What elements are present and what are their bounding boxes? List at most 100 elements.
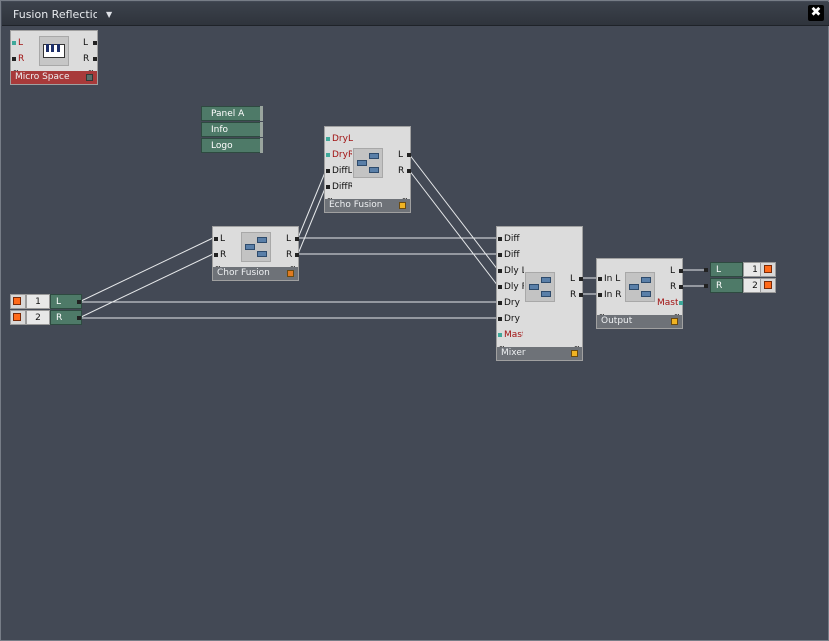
micro-space-out-r-jack[interactable] <box>93 57 97 61</box>
echo-fusion-footer: Echo Fusion <box>325 199 410 212</box>
micro-space-out-l-jack[interactable] <box>93 41 97 45</box>
audio-in-1-number: 1 <box>26 294 50 309</box>
output-out-l-jack[interactable] <box>679 269 683 273</box>
mixer-in-1-jack[interactable] <box>498 237 502 241</box>
mixer-more-left: ... <box>499 340 505 349</box>
chor-fusion-status-led <box>287 270 294 277</box>
mixer-in-dry-1: Dry <box>504 298 520 308</box>
chor-fusion-module[interactable]: L R L R ... ... Chor Fusion <box>212 226 299 281</box>
panel-a-button[interactable]: Panel A <box>201 106 263 121</box>
chor-fusion-name: Chor Fusion <box>217 268 270 278</box>
micro-space-in-l: L <box>18 38 24 48</box>
micro-space-name: Micro Space <box>15 72 70 82</box>
output-out-mast: Mast <box>657 298 678 308</box>
mixer-module[interactable]: Diff Diff Dly L Dly R Dry Dry Mast L R .… <box>496 226 583 361</box>
echo-in-diffl-jack[interactable] <box>326 169 330 173</box>
output-out-r: R <box>670 282 677 292</box>
echo-in-dryl: DryL <box>332 134 353 144</box>
output-more-right: ... <box>674 308 680 317</box>
title-menu-chevron-down-icon[interactable]: ▼ <box>106 10 113 19</box>
micro-space-in-r-jack[interactable] <box>12 57 16 61</box>
mixer-in-4-jack[interactable] <box>498 285 502 289</box>
audio-in-1-label: L <box>50 294 82 309</box>
echo-in-diffr-jack[interactable] <box>326 185 330 189</box>
echo-fusion-name: Echo Fusion <box>329 200 383 210</box>
chor-out-l: L <box>286 234 292 244</box>
echo-out-l-jack[interactable] <box>407 153 411 157</box>
output-out-r-jack[interactable] <box>679 285 683 289</box>
audio-in-1-jack[interactable] <box>77 300 81 304</box>
audio-out-1-jack[interactable] <box>704 268 708 272</box>
audio-out-2-label: R <box>710 278 743 293</box>
echo-fusion-status-led <box>399 202 406 209</box>
mixer-in-6-jack[interactable] <box>498 317 502 321</box>
mixer-in-5-jack[interactable] <box>498 301 502 305</box>
micro-space-more-left: ... <box>13 64 19 73</box>
chor-more-left: ... <box>215 260 221 269</box>
audio-in-2-number: 2 <box>26 310 50 325</box>
mixer-in-7-jack[interactable] <box>498 333 502 337</box>
micro-space-module[interactable]: L R L R ... ... Micro Space <box>10 30 98 85</box>
echo-in-dryr-jack[interactable] <box>326 153 330 157</box>
micro-space-out-l: L <box>83 38 89 48</box>
title-bar[interactable]: Fusion Reflection ▼ ✖ <box>2 2 829 26</box>
output-in-l-jack[interactable] <box>598 277 602 281</box>
mixer-out-r-jack[interactable] <box>579 293 583 297</box>
micro-space-footer: Micro Space <box>11 71 97 84</box>
chor-in-l: L <box>220 234 226 244</box>
output-name: Output <box>601 316 633 326</box>
output-in-r: In R <box>604 290 622 300</box>
output-out-mast-jack[interactable] <box>679 301 683 305</box>
chor-in-r-jack[interactable] <box>214 253 218 257</box>
output-in-r-jack[interactable] <box>598 293 602 297</box>
info-button[interactable]: Info <box>201 122 263 137</box>
audio-out-2-jack[interactable] <box>704 284 708 288</box>
chor-in-r: R <box>220 250 227 260</box>
output-out-l: L <box>670 266 676 276</box>
audio-out-2[interactable]: R 2 <box>703 278 776 293</box>
audio-out-1[interactable]: L 1 <box>703 262 776 277</box>
mixer-out-l-jack[interactable] <box>579 277 583 281</box>
echo-more-right: ... <box>402 192 408 201</box>
wire <box>78 237 214 303</box>
audio-in-1[interactable]: 1 L <box>10 294 82 309</box>
chor-in-l-jack[interactable] <box>214 237 218 241</box>
audio-in-2-jack[interactable] <box>77 316 81 320</box>
micro-space-in-l-jack[interactable] <box>12 41 16 45</box>
mixer-in-dly-r: Dly R <box>504 282 524 292</box>
piano-keyboard-icon <box>39 36 69 66</box>
mixer-in-3-jack[interactable] <box>498 269 502 273</box>
logo-button[interactable]: Logo <box>201 138 263 153</box>
output-footer: Output <box>597 315 682 328</box>
audio-out-2-led <box>764 281 772 289</box>
echo-in-diffr: DiffR <box>332 182 352 192</box>
mixer-status-led <box>571 350 578 357</box>
wire <box>408 169 499 287</box>
mixer-in-diff-1: Diff <box>504 234 520 244</box>
output-more-left: ... <box>599 308 605 317</box>
echo-out-r-jack[interactable] <box>407 169 411 173</box>
chor-out-l-jack[interactable] <box>295 237 299 241</box>
chor-fusion-footer: Chor Fusion <box>213 267 298 280</box>
echo-more-left: ... <box>327 192 333 201</box>
mixer-footer: Mixer <box>497 347 582 360</box>
audio-in-2[interactable]: 2 R <box>10 310 82 325</box>
output-module[interactable]: In L In R L R Mast ... ... Output <box>596 258 683 329</box>
chor-out-r: R <box>286 250 293 260</box>
mixer-in-dry-2: Dry <box>504 314 520 324</box>
echo-fusion-module[interactable]: DryL DryR DiffL DiffR L R ... ... Echo F… <box>324 126 411 213</box>
chor-out-r-jack[interactable] <box>295 253 299 257</box>
micro-space-more-right: ... <box>88 64 94 73</box>
echo-in-diffl: DiffL <box>332 166 352 176</box>
echo-in-dryl-jack[interactable] <box>326 137 330 141</box>
audio-out-1-led <box>764 265 772 273</box>
echo-out-l: L <box>398 150 404 160</box>
mixer-more-right: ... <box>574 340 580 349</box>
mixer-in-2-jack[interactable] <box>498 253 502 257</box>
audio-in-2-led <box>13 313 21 321</box>
close-icon[interactable]: ✖ <box>808 5 824 21</box>
wire <box>78 253 214 319</box>
mixer-in-dly-l: Dly L <box>504 266 524 276</box>
fusion-fx-icon <box>525 272 555 302</box>
